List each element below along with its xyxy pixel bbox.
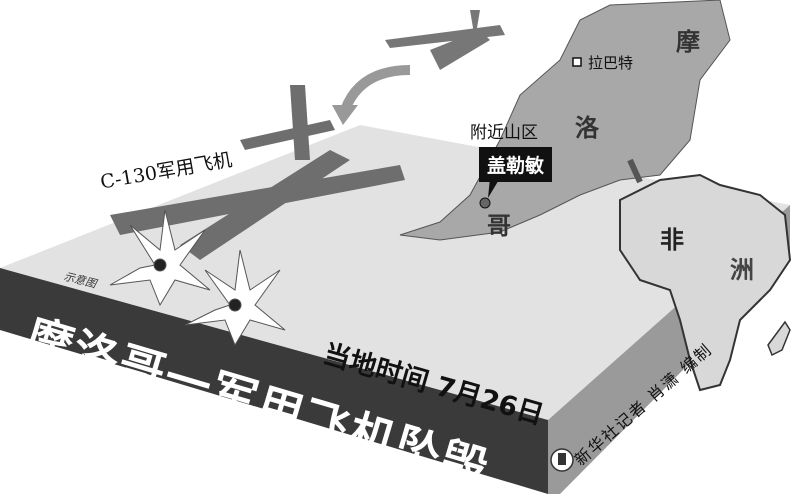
continent-char: 洲: [730, 256, 754, 284]
madagascar-map: [767, 320, 791, 357]
crash-site-marker: [479, 197, 491, 209]
slab-top-face: [0, 125, 790, 420]
callout-pointer: [488, 178, 500, 198]
arrow-head-icon: [332, 105, 358, 125]
arrow-icon: [627, 158, 643, 184]
country-char: 摩: [676, 28, 700, 56]
slab-front-face: [0, 268, 548, 494]
continent-char: 非: [660, 226, 684, 254]
explosion-icon: [109, 209, 286, 347]
xinhua-logo: [550, 448, 574, 472]
curved-arrow-icon: [340, 65, 411, 112]
africa-map: [619, 173, 792, 392]
crash-site-note: 附近山区: [470, 123, 538, 143]
plane-small-icon: [385, 10, 505, 70]
capital-label: 拉巴特: [588, 54, 634, 72]
country-char: 哥: [487, 212, 511, 240]
crash-city-callout: 盖勒敏: [479, 147, 553, 182]
capital-marker: [572, 57, 582, 67]
plane-large-icon: [110, 85, 405, 260]
country-char: 洛: [575, 114, 599, 142]
